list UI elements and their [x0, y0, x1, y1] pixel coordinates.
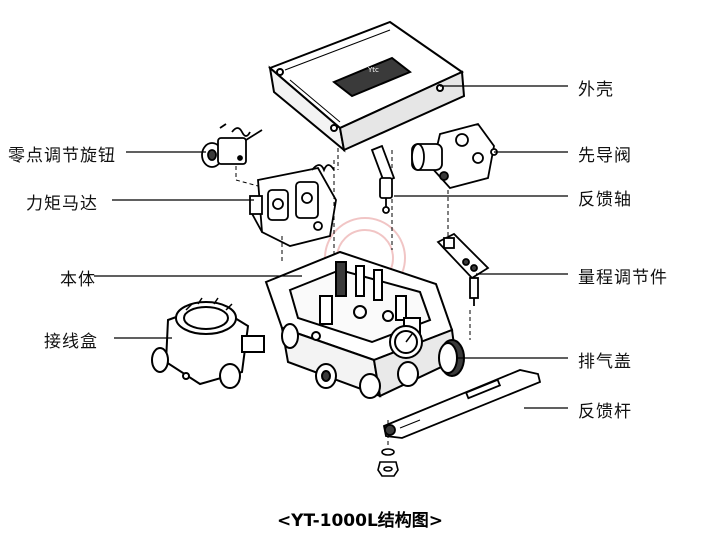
torque-motor: [249, 164, 337, 247]
nut-and-washer: [377, 448, 399, 477]
main-body: [264, 250, 458, 399]
label-junction-box: 接线盒: [44, 332, 98, 352]
exhaust-cover-and-gauges: [389, 325, 465, 377]
feedback-lever: [382, 369, 542, 439]
span-adjuster: [436, 232, 490, 306]
pilot-valve: [411, 122, 498, 190]
label-span-adjuster: 量程调节件: [578, 268, 668, 288]
junction-box: [151, 297, 265, 389]
feedback-shaft: [370, 144, 396, 214]
label-body: 本体: [60, 270, 96, 290]
label-exhaust-cover: 排气盖: [578, 352, 632, 372]
label-housing: 外壳: [578, 80, 614, 100]
housing-badge-text: Ytc: [367, 66, 379, 74]
label-feedback-shaft: 反馈轴: [578, 190, 632, 210]
label-torque-motor: 力矩马达: [26, 194, 98, 214]
zero-knob-assembly: [201, 123, 263, 168]
housing-cover: [268, 20, 466, 153]
leader-lines: [94, 85, 568, 409]
label-pilot-valve: 先导阀: [578, 146, 632, 166]
diagram-caption: <YT-1000L结构图>: [276, 511, 444, 531]
label-zero-knob: 零点调节旋钮: [8, 146, 116, 166]
label-feedback-lever: 反馈杆: [578, 402, 632, 422]
